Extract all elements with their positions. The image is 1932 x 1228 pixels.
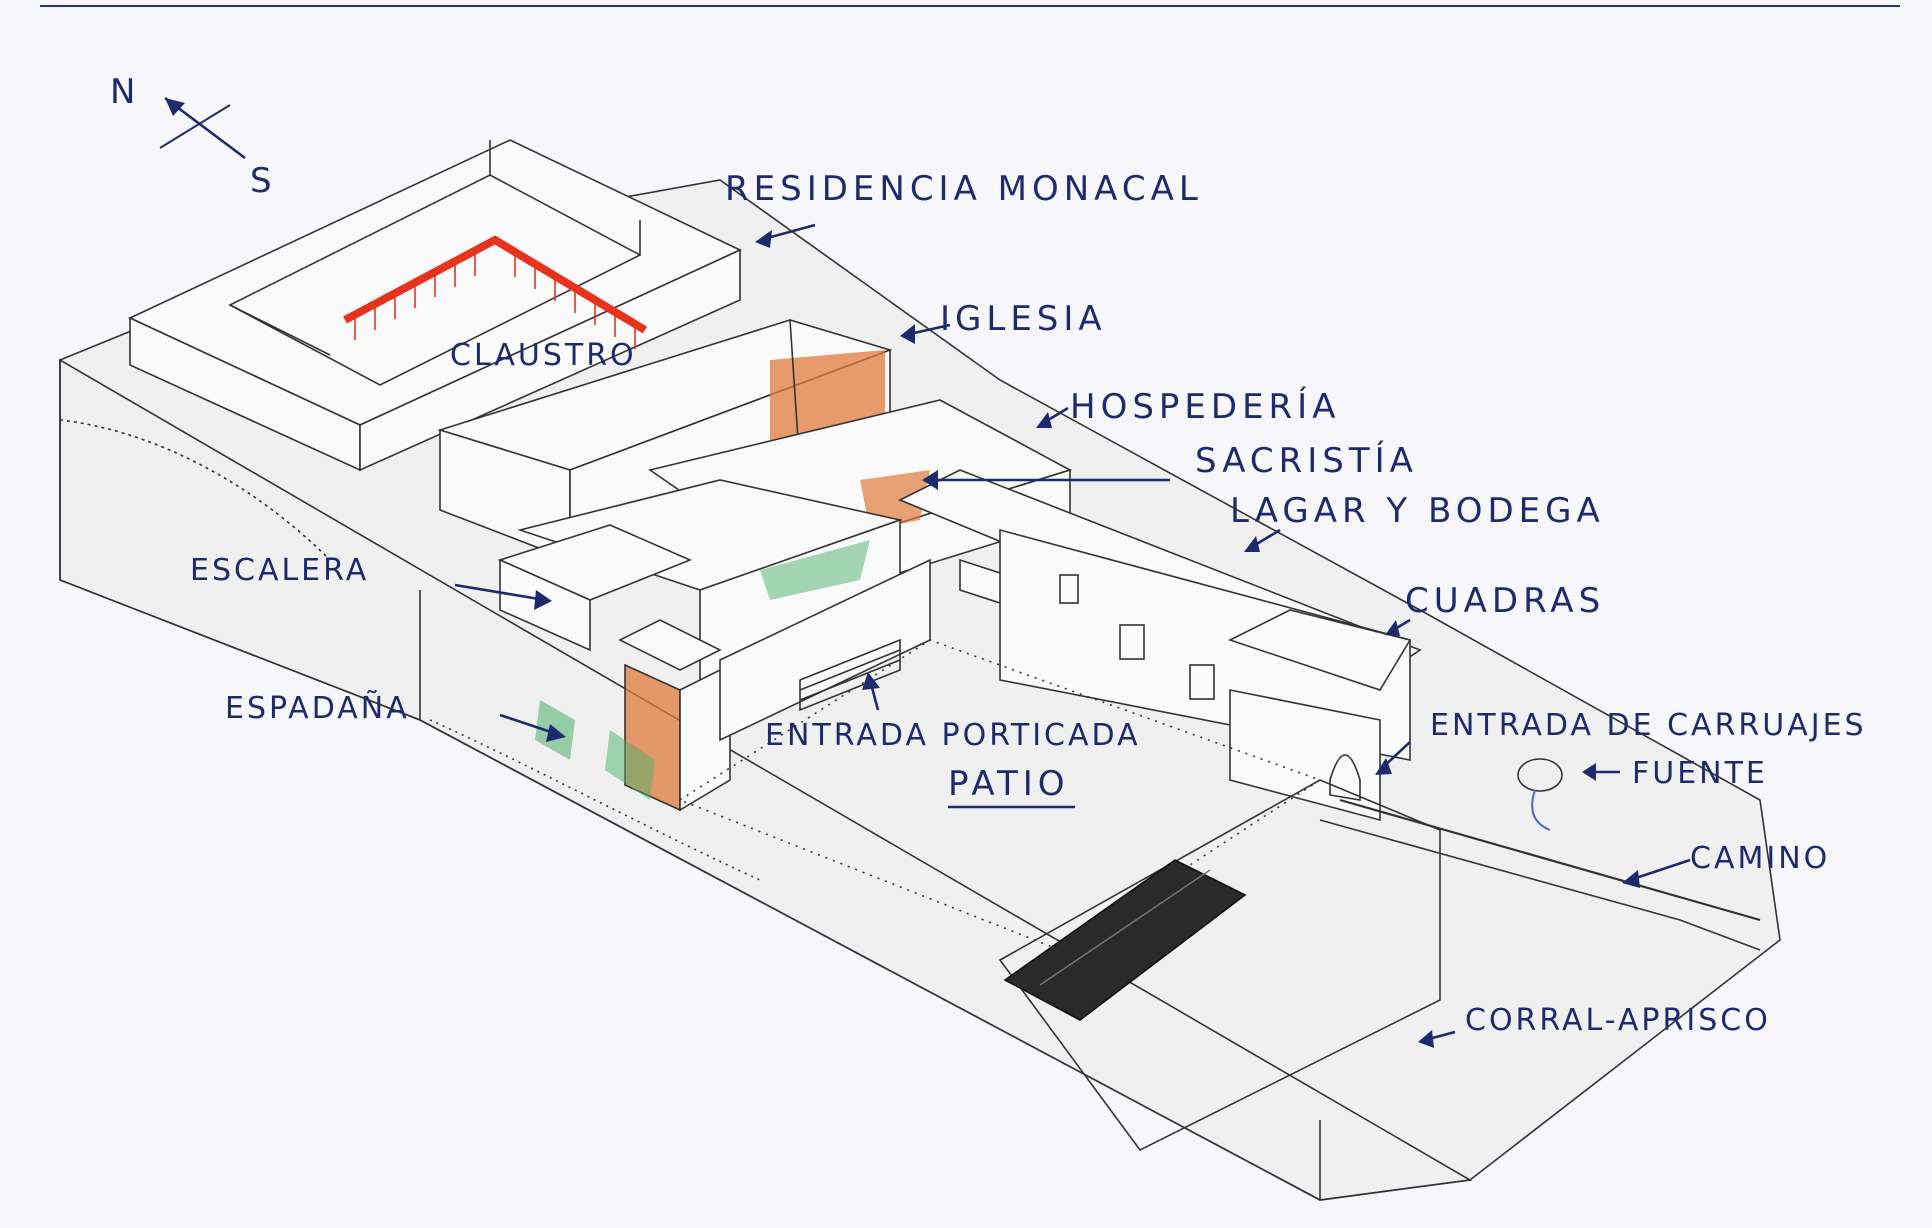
- fuente: [1517, 758, 1563, 831]
- corral-aprisco: [998, 779, 1441, 1152]
- arrow-lagar: [1244, 528, 1281, 552]
- arrow-iglesia: [900, 323, 951, 344]
- camino-path: [1319, 798, 1761, 951]
- arrow-espadana: [499, 713, 566, 742]
- compass-south: S: [250, 161, 277, 201]
- label-corral: CORRAL-APRISCO: [1465, 1003, 1771, 1038]
- label-claustro: CLAUSTRO: [450, 338, 637, 373]
- label-escalera: ESCALERA: [190, 553, 369, 588]
- arrow-entrada-porticada: [862, 672, 880, 711]
- label-entrada-carruajes: ENTRADA DE CARRUAJES: [1430, 708, 1867, 743]
- label-iglesia: IGLESIA: [940, 299, 1107, 339]
- compass: N S: [110, 72, 277, 201]
- arrow-hospederia: [1036, 406, 1069, 428]
- label-camino: CAMINO: [1690, 841, 1830, 876]
- arrow-camino: [1622, 858, 1691, 888]
- label-patio: PATIO: [948, 764, 1070, 804]
- arrow-escalera: [454, 583, 552, 610]
- arrow-entrada-carruajes: [1375, 741, 1411, 775]
- compass-north: N: [110, 72, 140, 112]
- arrow-cuadras: [1385, 618, 1411, 636]
- label-entrada-porticada: ENTRADA PORTICADA: [765, 718, 1141, 753]
- labels: RESIDENCIA MONACAL IGLESIA CLAUSTRO HOSP…: [190, 169, 1867, 1048]
- arrow-residencia: [755, 223, 816, 248]
- label-hospederia: HOSPEDERÍA: [1070, 386, 1340, 427]
- label-cuadras: CUADRAS: [1405, 581, 1605, 621]
- label-residencia: RESIDENCIA MONACAL: [725, 169, 1203, 209]
- label-espadana: ESPADAÑA: [225, 690, 410, 726]
- label-lagar: LAGAR Y BODEGA: [1230, 491, 1605, 531]
- label-sacristia: SACRISTÍA: [1195, 440, 1418, 481]
- espadana-tower: [535, 619, 731, 812]
- claustro-gallery: [343, 235, 648, 349]
- label-fuente: FUENTE: [1632, 756, 1768, 791]
- arrow-fuente: [1582, 763, 1620, 781]
- arrow-sacristia: [922, 470, 1170, 490]
- cuadras-building: [1227, 609, 1412, 822]
- arrow-corral: [1418, 1030, 1456, 1048]
